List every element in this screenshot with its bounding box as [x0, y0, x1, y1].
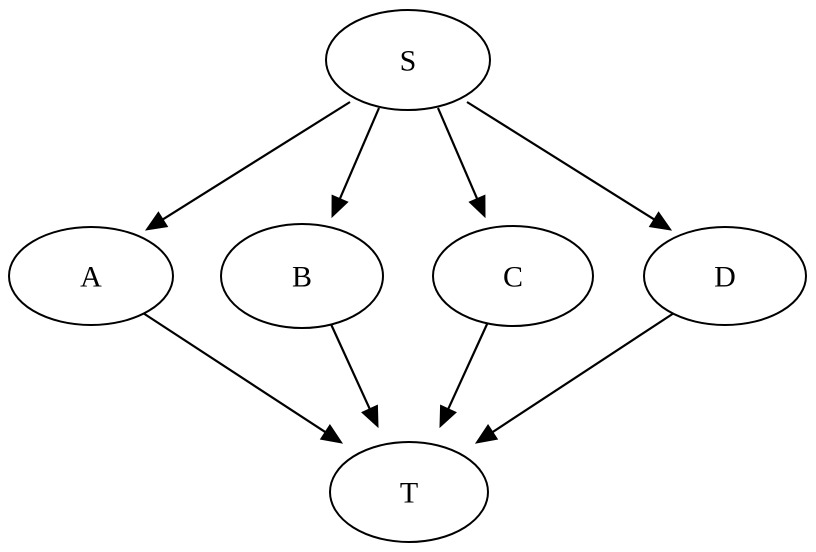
edge-line [328, 321, 372, 412]
node-a[interactable]: A [8, 226, 174, 326]
arrowhead-icon [331, 194, 349, 219]
edge-b-to-t [328, 321, 379, 429]
edge-a-to-t [142, 312, 344, 444]
edge-s-to-c [436, 107, 486, 219]
node-s[interactable]: S [325, 9, 491, 111]
node-shape[interactable] [432, 225, 594, 327]
node-d[interactable]: D [643, 226, 807, 326]
node-shape[interactable] [325, 9, 491, 111]
arrowhead-icon [468, 194, 486, 219]
node-t[interactable]: T [329, 441, 489, 543]
arrowhead-icon [144, 211, 169, 231]
edge-line [466, 101, 658, 222]
node-shape[interactable] [220, 223, 384, 329]
edge-s-to-b [331, 107, 381, 219]
edge-line [489, 312, 675, 435]
edge-line [159, 101, 351, 222]
node-b[interactable]: B [220, 223, 384, 329]
edge-s-to-d [466, 101, 673, 231]
edge-line [446, 321, 490, 412]
edge-line [436, 107, 480, 202]
arrowhead-icon [474, 424, 499, 444]
arrowhead-icon [319, 424, 344, 444]
node-c[interactable]: C [432, 225, 594, 327]
node-shape[interactable] [8, 226, 174, 326]
arrowhead-icon [361, 404, 379, 429]
arrowhead-icon [648, 211, 673, 231]
node-shape[interactable] [643, 226, 807, 326]
edge-s-to-a [144, 101, 351, 231]
edge-line [337, 107, 381, 202]
edge-c-to-t [439, 321, 490, 429]
edge-layer [142, 101, 675, 444]
node-shape[interactable] [329, 441, 489, 543]
edge-d-to-t [474, 312, 675, 444]
arrowhead-icon [439, 404, 457, 429]
edge-line [142, 312, 329, 435]
